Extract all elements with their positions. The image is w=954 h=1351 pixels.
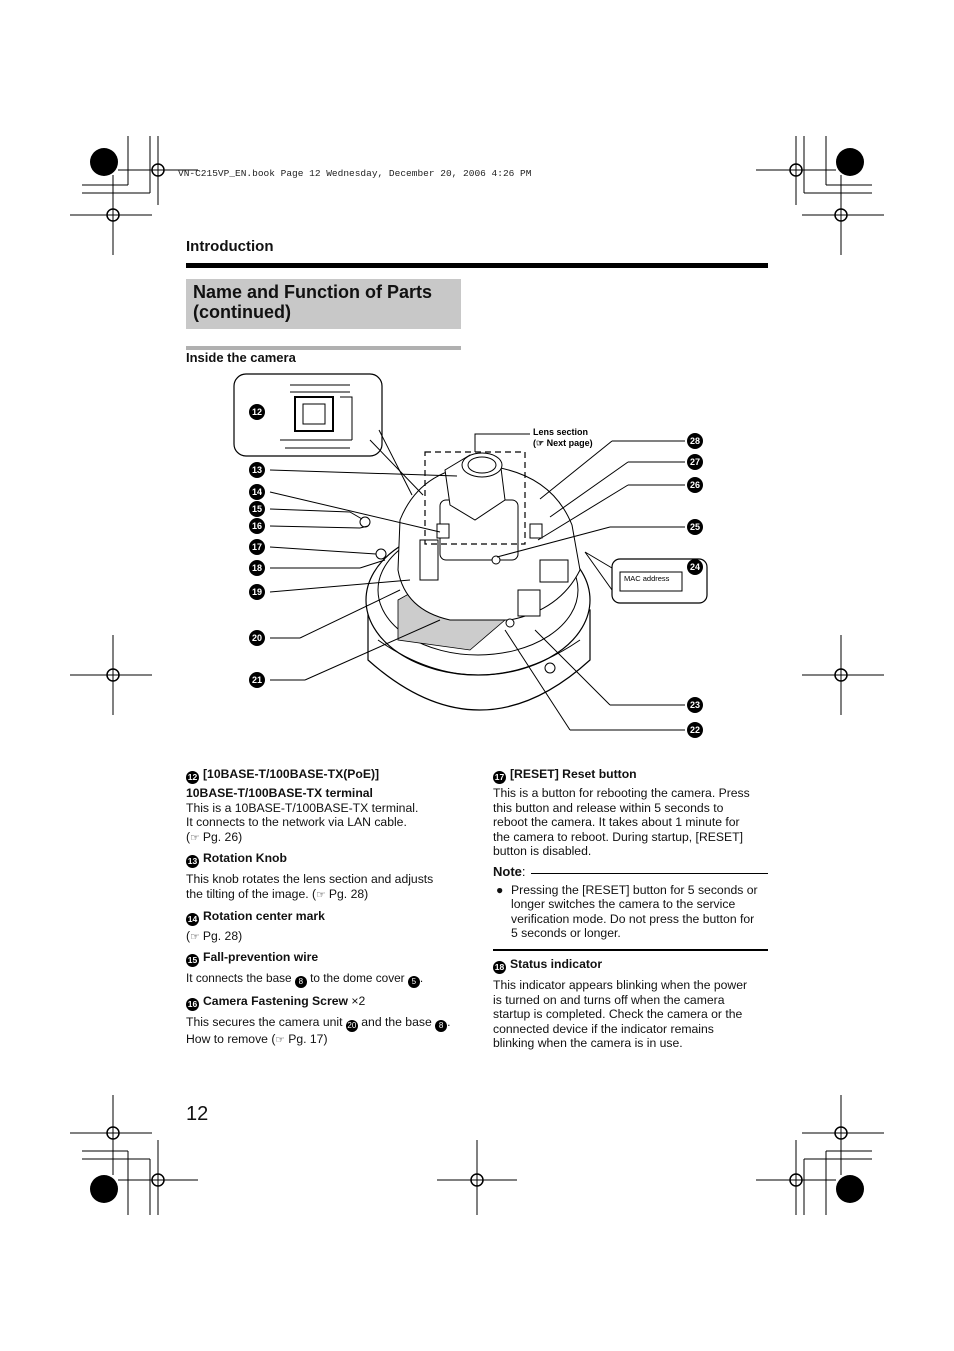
item-14-ref: (☞ Pg. 28) — [186, 928, 243, 943]
svg-text:26: 26 — [690, 480, 700, 490]
callout-17: 17 — [249, 539, 265, 555]
lens-section-label: Lens section — [533, 427, 588, 437]
callout-26: 26 — [687, 477, 703, 493]
item-16-body: This secures the camera unit 20 and the … — [186, 1015, 451, 1033]
callout-25: 25 — [687, 519, 703, 535]
svg-text:16: 16 — [252, 521, 262, 531]
left-column: 12[10BASE-T/100BASE-TX(PoE)] 10BASE-T/10… — [186, 767, 456, 1048]
callout-15: 15 — [249, 501, 265, 517]
svg-text:15: 15 — [252, 504, 262, 514]
svg-text:18: 18 — [252, 563, 262, 573]
svg-text:20: 20 — [252, 633, 262, 643]
svg-text:24: 24 — [690, 562, 700, 572]
note-line-4: 5 seconds or longer. — [511, 926, 621, 941]
callout-19: 19 — [249, 584, 265, 600]
item-16-body-2: How to remove (☞ Pg. 17) — [186, 1032, 328, 1047]
callout-21: 21 — [249, 672, 265, 688]
item-17-body-2: this button and release within 5 seconds… — [493, 800, 724, 815]
item-18-body-4: connected device if the indicator remain… — [493, 1021, 714, 1036]
page-number: 12 — [186, 1103, 209, 1125]
svg-text:17: 17 — [252, 542, 262, 552]
title-line-2: (continued) — [193, 302, 291, 322]
item-12-body-2: It connects to the network via LAN cable… — [186, 815, 407, 830]
callout-16: 16 — [249, 518, 265, 534]
subheading: Inside the camera — [186, 350, 296, 365]
svg-text:14: 14 — [252, 487, 262, 497]
terminal-inset — [233, 373, 383, 457]
note-heading: Note: — [493, 864, 768, 880]
callout-27: 27 — [687, 454, 703, 470]
section-label: Introduction — [186, 238, 274, 255]
callout-24: 24 — [687, 559, 703, 575]
item-13-body-2: the tilting of the image. (☞ Pg. 28) — [186, 886, 369, 901]
item-18-body-5: blinking when the camera is in use. — [493, 1036, 683, 1051]
item-17-title: 17[RESET] Reset button — [493, 767, 637, 784]
next-page-ref: Next page) — [547, 438, 593, 448]
svg-text:28: 28 — [690, 436, 700, 446]
callout-12: 12 — [249, 404, 265, 420]
svg-text:21: 21 — [252, 675, 262, 685]
note-bullet: ● Pressing the [RESET] button for 5 seco… — [493, 883, 768, 941]
svg-text:22: 22 — [690, 725, 700, 735]
mac-address-label: MAC address — [624, 574, 670, 583]
page-title: Name and Function of Parts (continued) — [193, 282, 432, 322]
item-18-body-2: is turned on and turns off when the came… — [493, 992, 725, 1007]
callout-13: 13 — [249, 462, 265, 478]
camera-diagram: Lens section (☞ Next page) MAC address 1… — [233, 373, 708, 738]
item-12-ref: (☞ Pg. 26) — [186, 829, 243, 844]
svg-text:23: 23 — [690, 700, 700, 710]
svg-text:27: 27 — [690, 457, 700, 467]
title-line-1: Name and Function of Parts — [193, 282, 433, 302]
callout-28: 28 — [687, 433, 703, 449]
item-17-body-3: reboot the camera. It takes about 1 minu… — [493, 815, 740, 830]
note-line-3: verification mode. Do not press the butt… — [511, 911, 755, 926]
item-12-body: This is a 10BASE-T/100BASE-TX terminal. — [186, 800, 419, 815]
svg-text:(☞ Next page): (☞ Next page) — [533, 438, 593, 448]
svg-text:25: 25 — [690, 522, 700, 532]
right-column: 17[RESET] Reset button This is a button … — [493, 767, 768, 1051]
item-17-body-4: the camera to reboot. During startup, [R… — [493, 829, 743, 844]
item-15-body: It connects the base 8 to the dome cover… — [186, 971, 424, 989]
callout-22: 22 — [687, 722, 703, 738]
svg-text:19: 19 — [252, 587, 262, 597]
item-13-body: This knob rotates the lens section and a… — [186, 872, 434, 887]
note-rule — [493, 948, 768, 951]
svg-text:12: 12 — [252, 407, 262, 417]
item-12-subtitle: 10BASE-T/100BASE-TX terminal — [186, 786, 373, 800]
item-18-body-1: This indicator appears blinking when the… — [493, 977, 748, 992]
page-title-box: Name and Function of Parts (continued) — [186, 279, 461, 329]
note-line-2: longer switches the camera to the servic… — [511, 897, 736, 912]
file-header: VN-C215VP_EN.book Page 12 Wednesday, Dec… — [178, 168, 532, 179]
item-12-title: 12[10BASE-T/100BASE-TX(PoE)] — [186, 767, 380, 784]
header-rule — [186, 263, 768, 268]
item-17-body-5: button is disabled. — [493, 844, 592, 859]
callout-14: 14 — [249, 484, 265, 500]
item-17-body-1: This is a button for rebooting the camer… — [493, 786, 750, 800]
callout-23: 23 — [687, 697, 703, 713]
callout-18: 18 — [249, 560, 265, 576]
note-line-1: Pressing the [RESET] button for 5 second… — [511, 882, 758, 897]
svg-text:13: 13 — [252, 465, 262, 475]
callout-20: 20 — [249, 630, 265, 646]
subheading-rule — [186, 346, 461, 350]
item-18-body-3: startup is completed. Check the camera o… — [493, 1007, 743, 1022]
